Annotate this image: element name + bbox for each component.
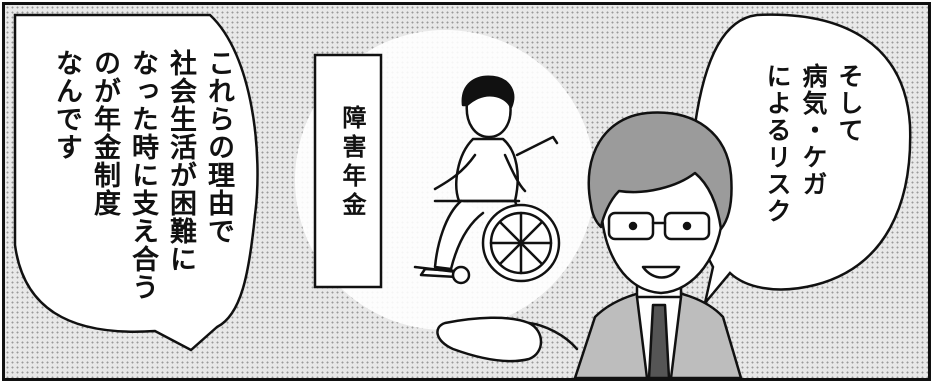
panel-artwork — [13, 13, 912, 378]
left-line-5: なんです — [51, 49, 82, 161]
right-speech-text: そして 病気・ケガ によるリスク — [759, 63, 867, 225]
left-speech-text: これらの理由で 社会生活が困難に なった時に支え合う のが年金制度 なんです — [47, 49, 237, 301]
right-line-3: によるリスク — [763, 63, 792, 225]
left-line-4: のが年金制度 — [89, 49, 120, 217]
right-speech-bubble — [691, 13, 912, 304]
presenter-illustration — [436, 111, 743, 378]
left-line-2: 社会生活が困難に — [165, 49, 196, 273]
left-line-3: なった時に支え合う — [127, 49, 158, 301]
right-line-2: 病気・ケガ — [799, 63, 828, 198]
left-line-1: これらの理由で — [203, 49, 234, 245]
sign-label: 障害年金 — [338, 105, 366, 221]
wheelchair-user-illustration — [413, 75, 561, 285]
left-speech-bubble — [13, 13, 259, 352]
sign-board — [313, 53, 383, 289]
right-line-1: そして — [835, 63, 864, 144]
